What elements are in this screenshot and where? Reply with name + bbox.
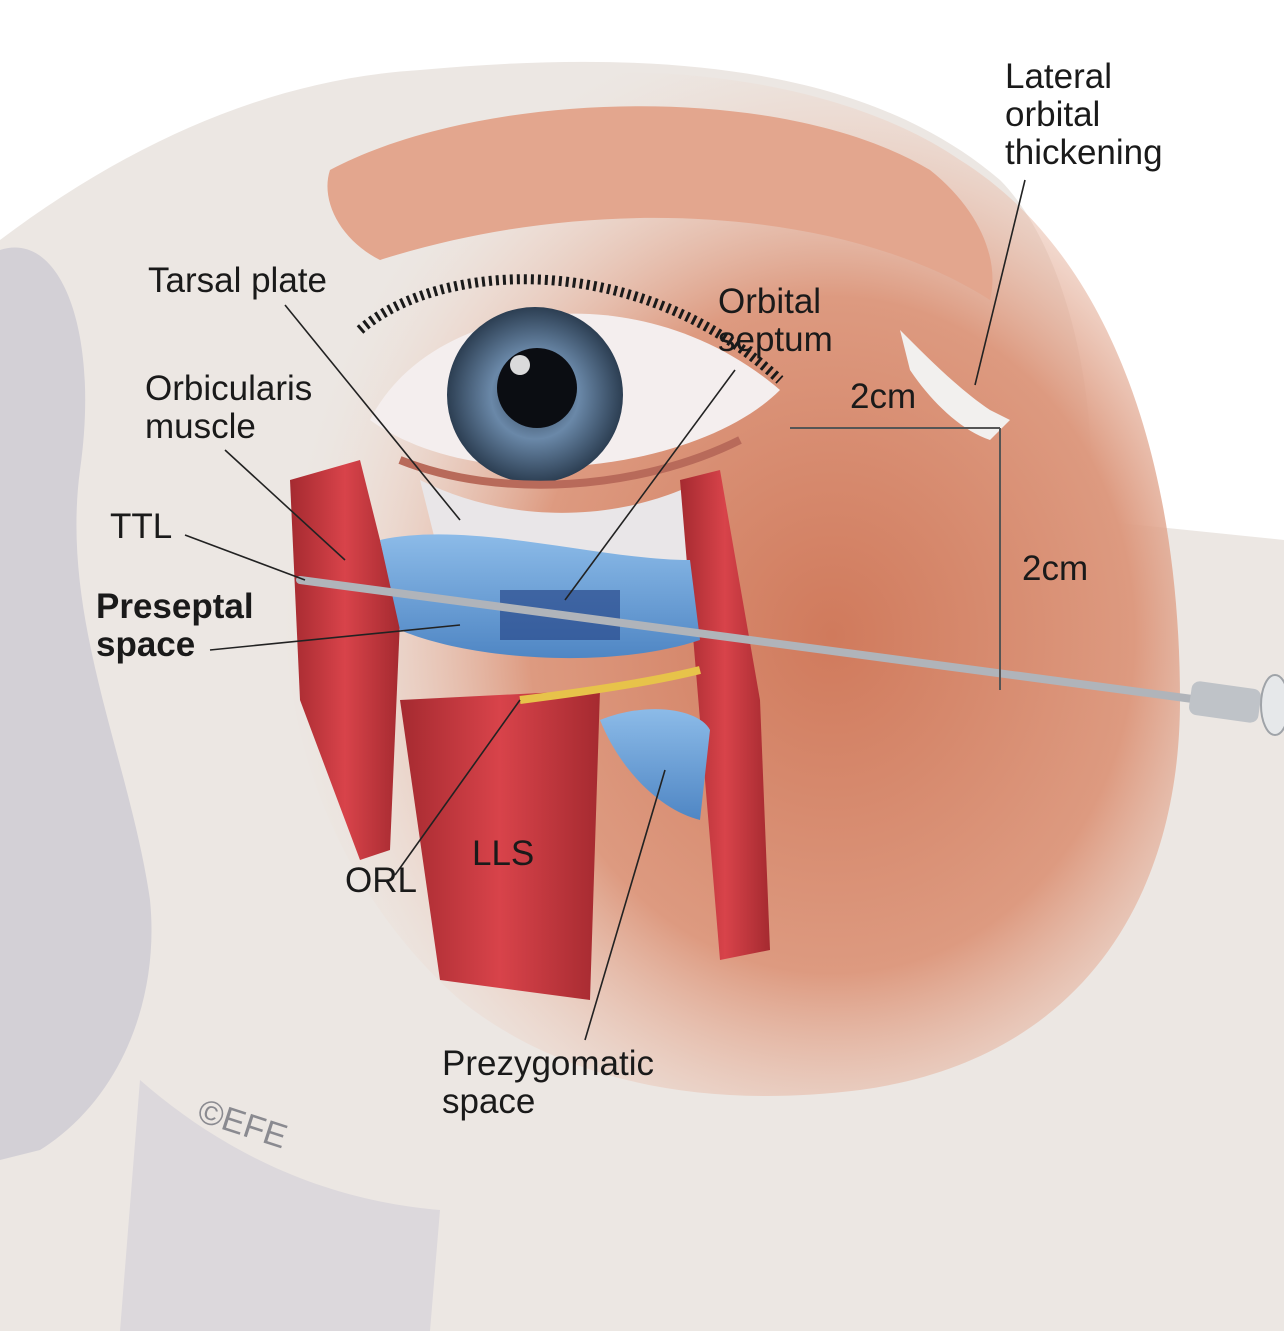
leader-tarsal-plate: [284, 304, 461, 521]
cannula: [296, 576, 1204, 704]
label-lls: LLS: [472, 834, 535, 873]
leader-ttl: [184, 534, 306, 581]
label-lateral-orbital-thickening: Lateral orbital thickening: [1005, 58, 1163, 172]
label-orbital-septum: Orbital septum: [718, 283, 833, 359]
label-line: septum: [718, 320, 833, 359]
label-line: Lateral: [1005, 57, 1113, 96]
label-dimension-vertical: 2cm: [1022, 549, 1089, 588]
label-tarsal-plate: Tarsal plate: [148, 261, 327, 300]
label-dimension-horizontal: 2cm: [850, 377, 917, 416]
upper-lashes: [356, 274, 784, 384]
orl-ligament: [519, 666, 701, 704]
orbicularis-muscle-left: [290, 460, 400, 860]
label-line: Prezygomatic: [442, 1044, 655, 1083]
cheek-bone-shadow: [120, 1080, 440, 1331]
leader-preseptal: [209, 624, 461, 651]
label-line: Preseptal: [96, 587, 254, 626]
label-orbicularis-muscle: Orbicularis muscle: [145, 370, 312, 446]
eye-highlight: [510, 355, 530, 375]
leader-orl: [394, 699, 521, 876]
label-line: orbital: [1005, 95, 1101, 134]
syringe-barrel: [1260, 674, 1284, 736]
lateral-orbital-thickening: [900, 330, 1010, 440]
leader-lateral-orbital: [974, 179, 1026, 386]
label-line: thickening: [1005, 133, 1163, 172]
label-orl: ORL: [345, 861, 417, 900]
label-ttl: TTL: [110, 507, 173, 546]
lls-muscle: [400, 690, 600, 1000]
label-line: Orbital: [718, 282, 822, 321]
label-line: space: [96, 625, 196, 664]
syringe-hub: [1189, 681, 1261, 723]
label-prezygomatic-space: Prezygomatic space: [442, 1045, 654, 1121]
leader-prezygomatic: [584, 769, 666, 1041]
label-line: muscle: [145, 407, 256, 446]
label-line: space: [442, 1082, 536, 1121]
nasal-bone-shadow: [0, 247, 152, 1160]
prezygomatic-fat: [600, 709, 710, 820]
leader-orbital-septum: [564, 369, 736, 601]
label-line: Orbicularis: [145, 369, 313, 408]
pupil: [497, 348, 577, 428]
orbicularis-muscle-right: [680, 470, 770, 960]
leader-orbicularis: [224, 449, 346, 561]
label-preseptal-space: Preseptal space: [96, 588, 254, 664]
lower-lid-margin: [398, 436, 742, 489]
brow-skin: [327, 106, 993, 300]
leader-lines: [184, 179, 1026, 1041]
